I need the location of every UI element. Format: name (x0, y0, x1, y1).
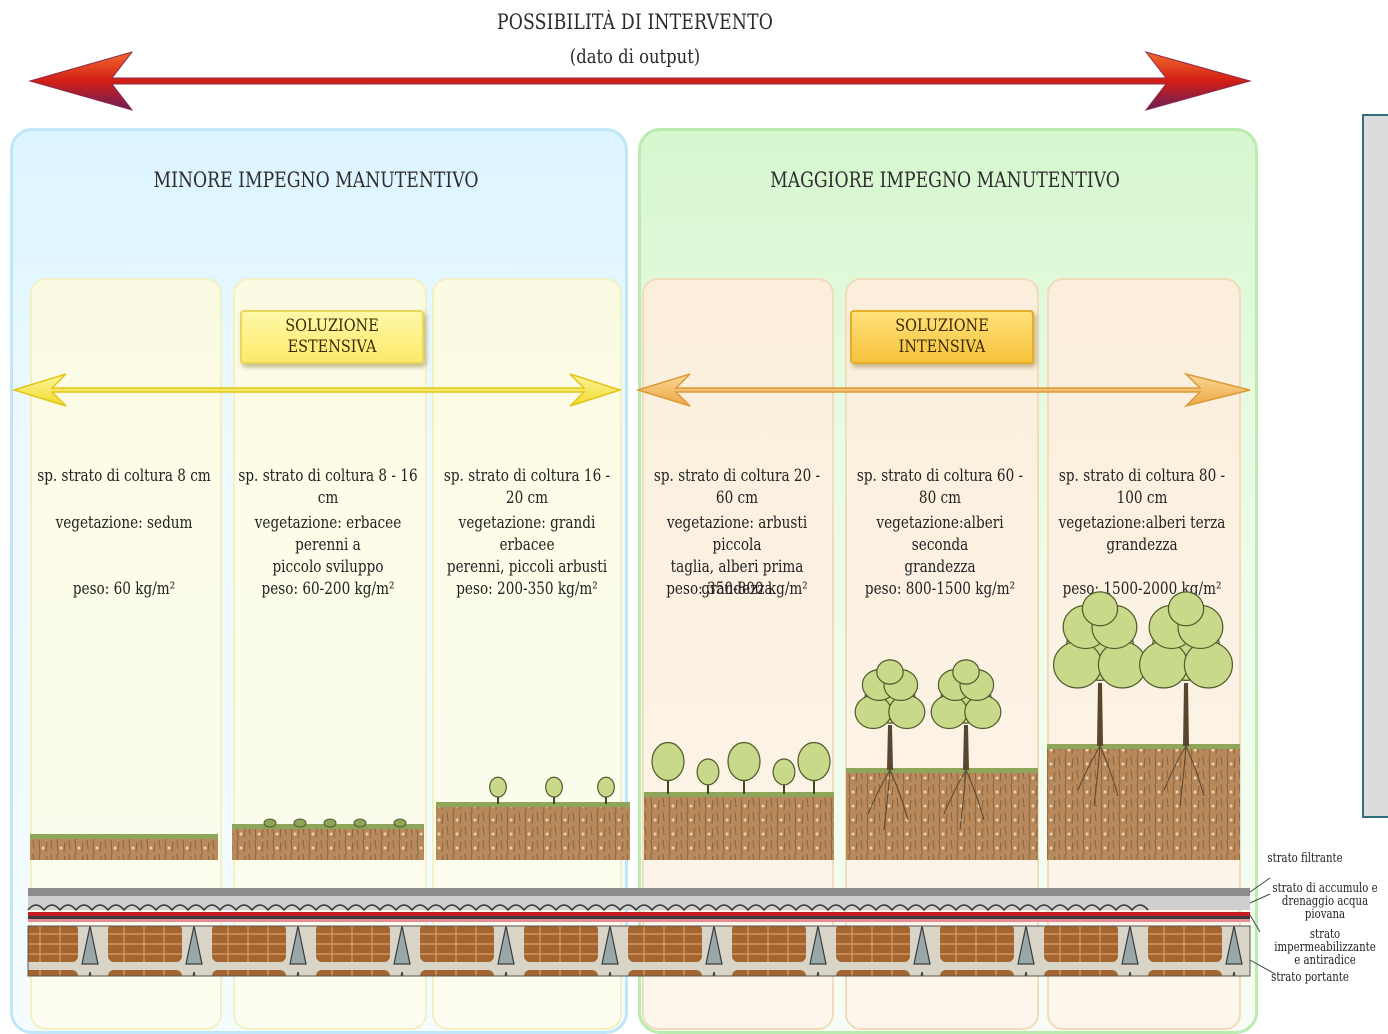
waterproof-layer-dark (28, 916, 1250, 919)
tree-second-size-2-foliage-1 (930, 694, 968, 730)
column-2-thickness: sp. strato di coltura 8 - 16 cm (238, 466, 418, 508)
tree-third-size-1-foliage-1 (1052, 641, 1103, 689)
extensive-solution-badge: SOLUZIONE ESTENSIVA (240, 310, 424, 364)
small-shrub-2-leaves (597, 776, 615, 798)
column-4-weight: peso: 350-800 kg/m² (666, 579, 808, 599)
shrub-1-leaves (696, 758, 720, 786)
perennial-tuft-1 (293, 818, 307, 828)
column-2-weight: peso: 60-200 kg/m² (261, 579, 395, 599)
tree-third-size-2-foliage-1 (1138, 641, 1189, 689)
grass-top-4 (644, 792, 834, 797)
tree-third-size-2-trunk (1183, 683, 1189, 746)
vegetation-illustrations (263, 591, 1234, 831)
tree-third-size-1-foliage-5 (1081, 591, 1119, 627)
drainage-bumps (27, 904, 1149, 912)
intensive-range-arrow (635, 372, 1251, 408)
diagram-subtitle: (dato di output) (569, 44, 701, 68)
tree-third-size-2-roots (1163, 745, 1205, 807)
soil-block-5 (846, 772, 1038, 860)
grass-top-6 (1047, 744, 1240, 749)
label-structural-layer: strato portante (1271, 970, 1349, 985)
substrate-blocks (30, 744, 1240, 860)
soil-block-1 (30, 838, 218, 860)
column-3-weight: peso: 200-350 kg/m² (456, 579, 598, 599)
perennial-tuft-3 (353, 818, 367, 828)
low-maintenance-heading: MINORE IMPEGNO MANUTENTIVO (153, 168, 479, 192)
extensive-range-arrow (11, 373, 623, 407)
tree-second-size-1-roots (867, 769, 909, 831)
filter-layer (28, 888, 1250, 896)
tree-second-size-1-foliage-2 (888, 694, 926, 730)
column-1-weight: peso: 60 kg/m² (72, 579, 176, 599)
column-5-weight: peso: 800-1500 kg/m² (864, 579, 1016, 599)
column-4-thickness: sp. strato di coltura 20 - 60 cm (653, 466, 821, 508)
tree-third-size-2-foliage-5 (1167, 591, 1205, 627)
perennial-tuft-0 (263, 818, 277, 828)
shrub-0-leaves (651, 741, 685, 782)
soil-block-4 (644, 796, 834, 860)
column-1-thickness: sp. strato di coltura 8 cm (37, 466, 211, 486)
small-shrub-0-leaves (489, 776, 507, 798)
side-legend-box (1362, 114, 1388, 818)
tree-third-size-2-foliage-2 (1183, 641, 1234, 689)
label-filter-layer: strato filtrante (1267, 851, 1343, 866)
grass-top-5 (846, 768, 1038, 773)
main-double-arrow (28, 51, 1252, 111)
tree-second-size-2-foliage-5 (952, 659, 980, 685)
intensive-badge-line1: SOLUZIONE (895, 316, 989, 336)
roof-layers (27, 877, 1276, 977)
tree-second-size-2-foliage-2 (964, 694, 1002, 730)
column-5-thickness: sp. strato di coltura 60 - 80 cm (856, 466, 1024, 508)
intensive-badge-line2: INTENSIVA (898, 337, 986, 357)
structural-slab (27, 925, 1251, 977)
column-1-vegetation: vegetazione: sedum (55, 513, 193, 533)
tree-third-size-1-roots (1077, 745, 1119, 807)
tree-second-size-2-roots (943, 769, 985, 831)
tree-second-size-1-trunk (887, 725, 893, 770)
high-maintenance-heading: MAGGIORE IMPEGNO MANUTENTIVO (770, 168, 1120, 192)
grass-top-1 (30, 834, 218, 839)
soil-block-3 (436, 806, 630, 860)
grass-top-3 (436, 802, 630, 807)
column-3-thickness: sp. strato di coltura 16 - 20 cm (443, 466, 611, 508)
waterproof-layer-pink (28, 919, 1250, 922)
extensive-badge-line1: SOLUZIONE (285, 316, 379, 336)
small-shrub-1-leaves (545, 776, 563, 798)
soil-block-2 (232, 828, 424, 860)
tree-second-size-2-trunk (963, 725, 969, 770)
intensive-solution-badge: SOLUZIONE INTENSIVA (850, 310, 1034, 364)
tree-second-size-1-foliage-5 (876, 659, 904, 685)
column-6-thickness: sp. strato di coltura 80 - 100 cm (1058, 466, 1226, 508)
extensive-badge-line2: ESTENSIVA (287, 337, 377, 357)
shrub-4-leaves (797, 741, 831, 782)
diagram-title: POSSIBILITÀ DI INTERVENTO (496, 10, 774, 34)
perennial-tuft-4 (393, 818, 407, 828)
waterproof-layer-red (28, 912, 1250, 916)
shrub-3-leaves (772, 758, 796, 786)
layer-leader-lines (1249, 877, 1276, 975)
shrub-2-leaves (727, 741, 761, 782)
perennial-tuft-2 (323, 818, 337, 828)
soil-block-6 (1047, 748, 1240, 860)
tree-second-size-1-foliage-1 (854, 694, 892, 730)
tree-third-size-1-trunk (1097, 683, 1103, 746)
